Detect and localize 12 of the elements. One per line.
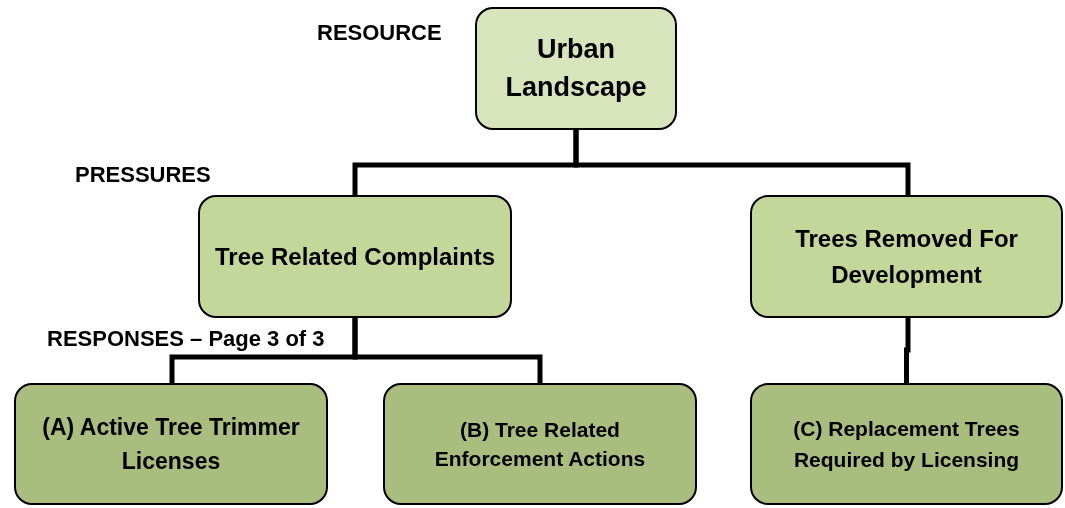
connector-line	[904, 318, 911, 383]
connector-line	[573, 130, 911, 195]
pressure-box: Trees Removed For Development	[750, 195, 1063, 318]
level-label: PRESSURES	[75, 162, 211, 188]
pressure-box: Tree Related Complaints	[198, 195, 512, 318]
response-box: (A) Active Tree Trimmer Licenses	[14, 383, 328, 505]
resource-box: Urban Landscape	[475, 7, 677, 130]
response-box: (C) Replacement Trees Required by Licensing	[750, 383, 1063, 505]
connector-line	[352, 318, 543, 383]
level-label: RESPONSES – Page 3 of 3	[47, 326, 325, 352]
level-label: RESOURCE	[317, 20, 442, 46]
response-box: (B) Tree Related Enforcement Actions	[383, 383, 697, 505]
